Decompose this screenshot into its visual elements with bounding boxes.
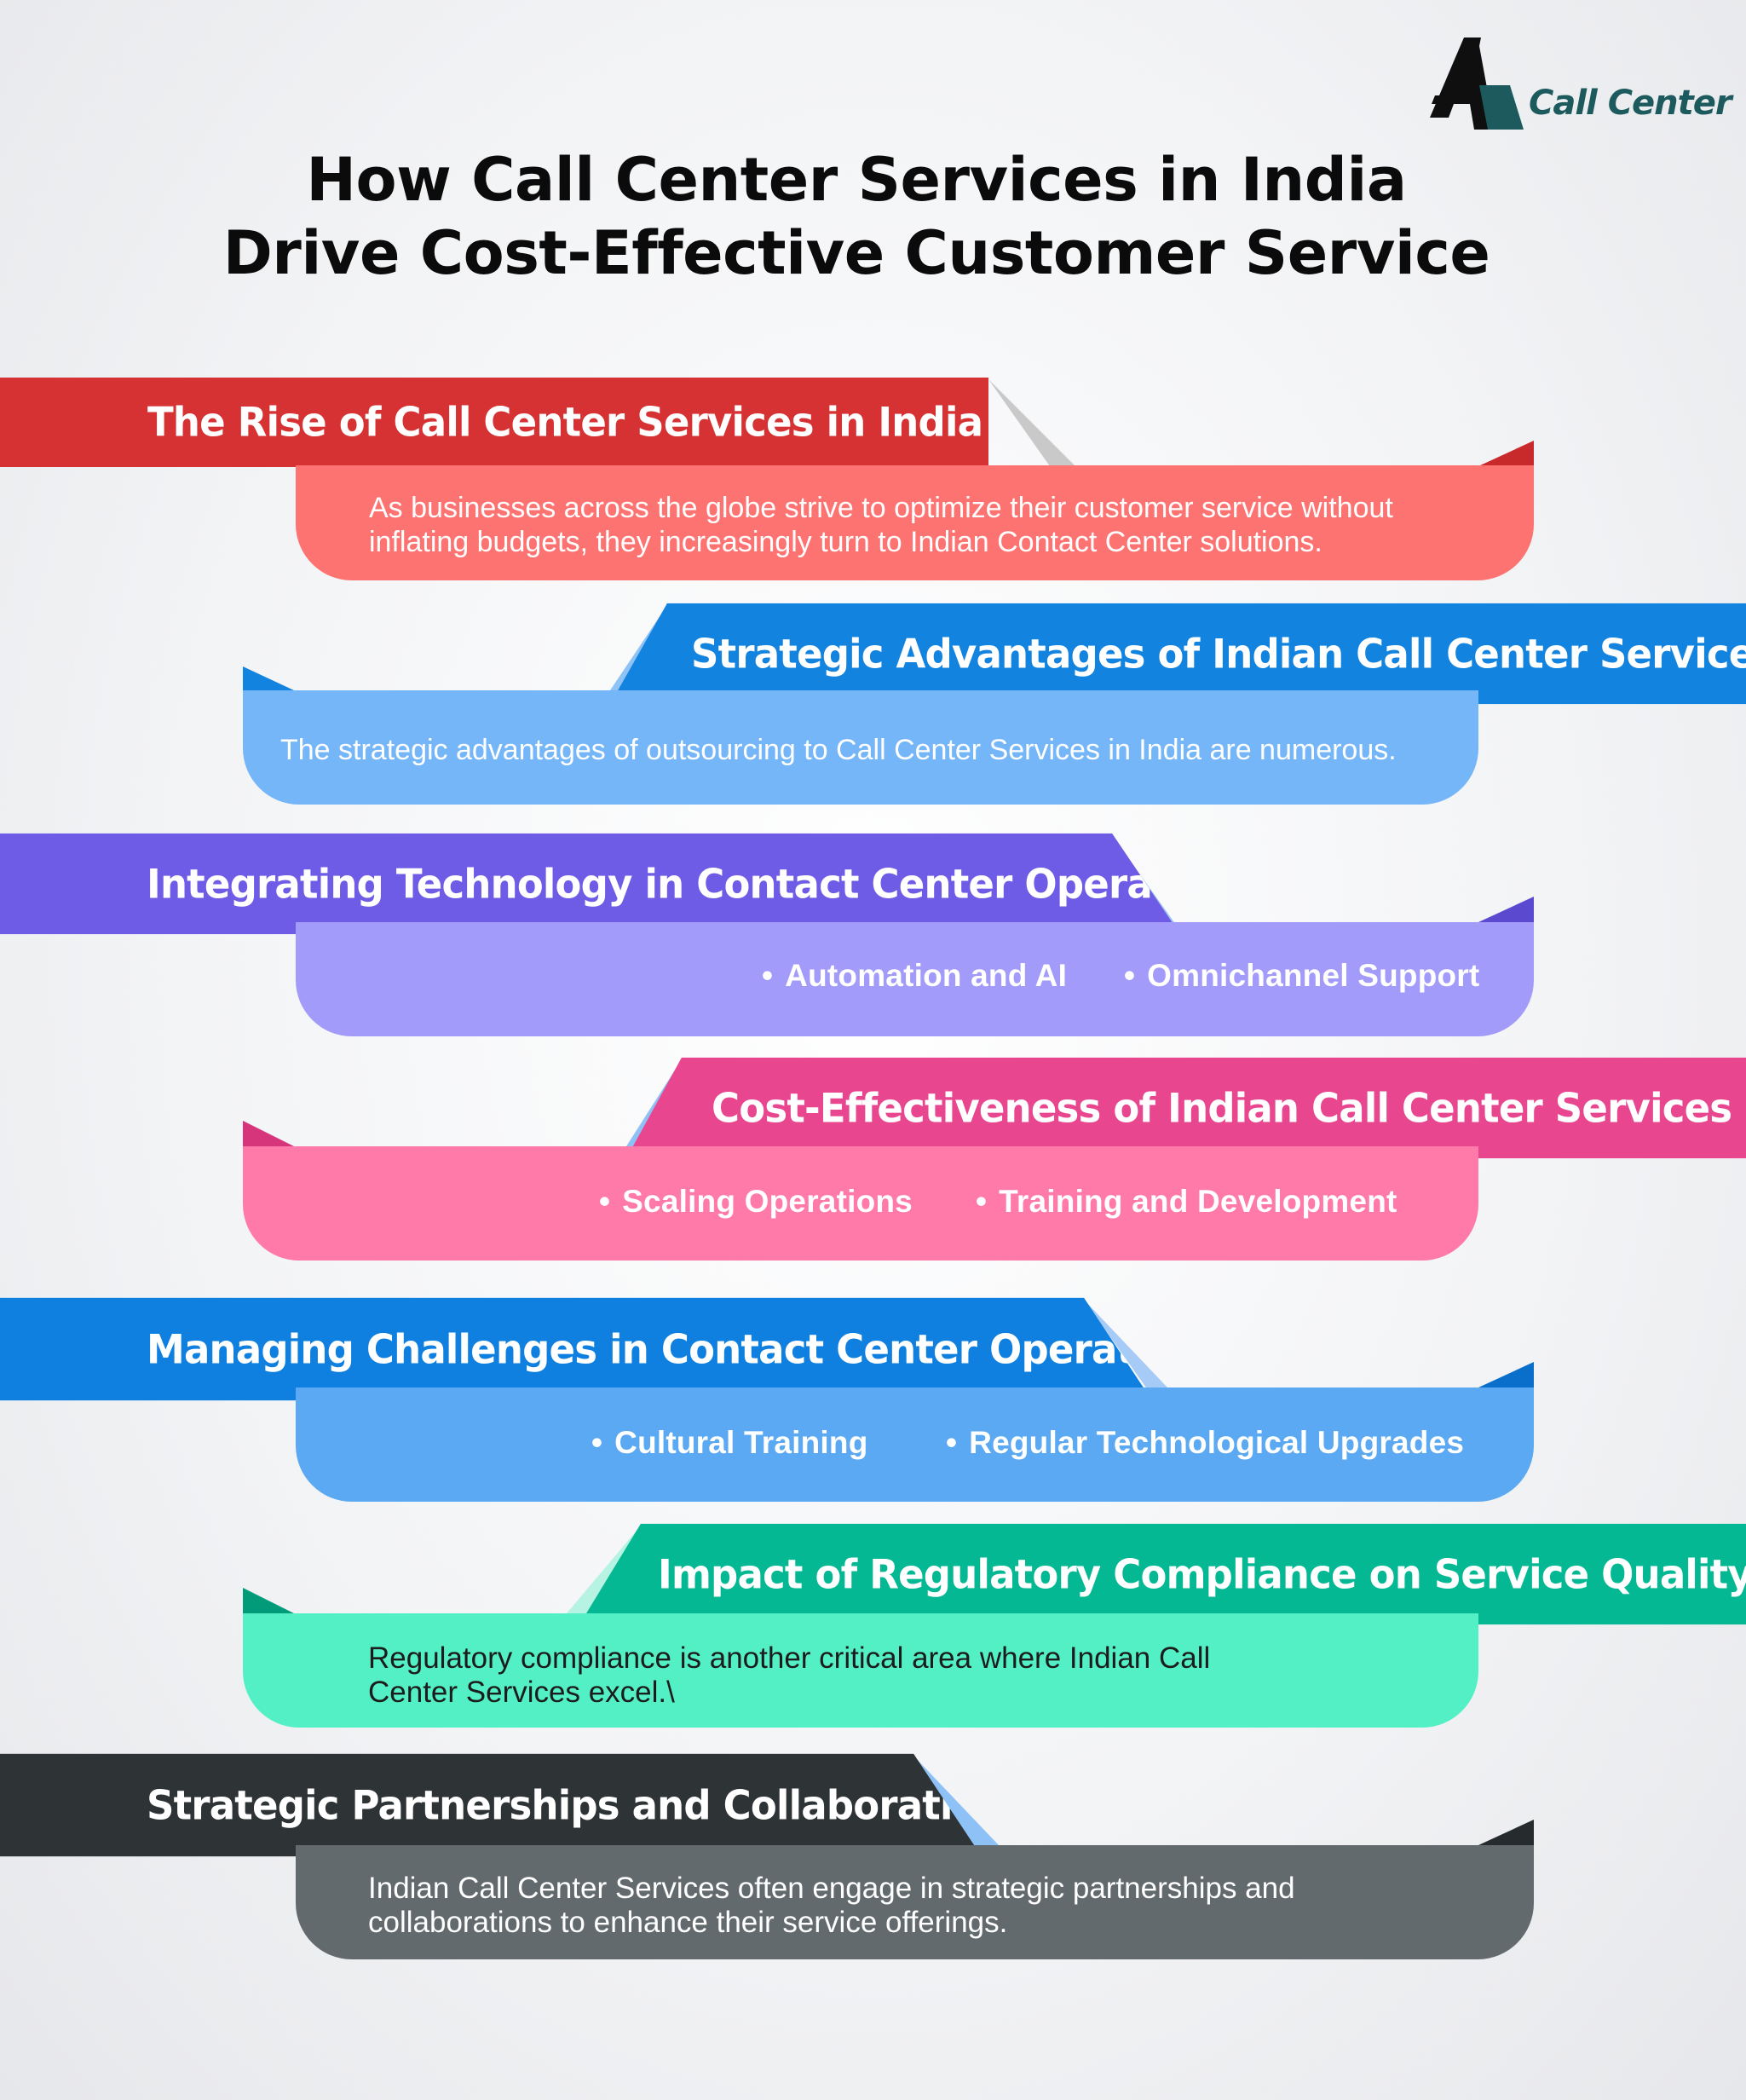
section-cost-effectiveness-panel: Scaling Operations Training and Developm… <box>243 1146 1478 1261</box>
section-regulatory-compliance-band: Impact of Regulatory Compliance on Servi… <box>579 1523 1746 1625</box>
section-cost-effectiveness-decoration <box>243 1059 682 1146</box>
brand-name: Call Center <box>1529 84 1732 123</box>
section-regulatory-compliance-decoration <box>243 1526 641 1613</box>
section-strategic-advantages-panel: The strategic advantages of outsourcing … <box>243 690 1478 805</box>
section-integrating-technology-band: Integrating Technology in Contact Center… <box>0 833 1180 935</box>
section-managing-challenges-panel: Cultural Training Regular Technological … <box>296 1388 1534 1502</box>
section-strategic-partnerships-text: Indian Call Center Services often engage… <box>368 1872 1295 1939</box>
section-rise-text: As businesses across the globe strive to… <box>369 492 1393 558</box>
section-cost-effectiveness-band: Cost-Effectiveness of Indian Call Center… <box>626 1057 1746 1159</box>
section-managing-challenges-band: Managing Challenges in Contact Center Op… <box>0 1297 1152 1401</box>
section-integrating-technology-panel: Automation and AI Omnichannel Support <box>296 922 1534 1036</box>
bullet-automation-ai: Automation and AI <box>762 958 1067 994</box>
bullet-scaling-operations: Scaling Operations <box>599 1184 913 1220</box>
section-regulatory-compliance-heading: Impact of Regulatory Compliance on Servi… <box>658 1550 1746 1598</box>
section-rise-panel: As businesses across the globe strive to… <box>296 465 1534 580</box>
section-regulatory-compliance-panel: Regulatory compliance is another critica… <box>243 1613 1478 1728</box>
page-title-line-1: How Call Center Services in India <box>306 145 1407 215</box>
bullet-omnichannel-support: Omnichannel Support <box>1124 958 1479 994</box>
section-rise-band: The Rise of Call Center Services in Indi… <box>0 377 988 468</box>
section-integrating-technology-heading: Integrating Technology in Contact Center… <box>147 860 1257 908</box>
section-strategic-partnerships-decoration <box>913 1756 1534 1845</box>
page-title-line-2: Drive Cost-Effective Customer Service <box>222 218 1490 288</box>
section-strategic-advantages-heading: Strategic Advantages of Indian Call Cent… <box>691 630 1746 678</box>
bullet-training-development: Training and Development <box>976 1184 1397 1220</box>
section-rise-heading: The Rise of Call Center Services in Indi… <box>147 398 983 447</box>
page-title: How Call Center Services in India Drive … <box>0 143 1713 290</box>
bullet-cultural-training: Cultural Training <box>591 1425 868 1461</box>
section-cost-effectiveness-heading: Cost-Effectiveness of Indian Call Center… <box>712 1084 1732 1132</box>
section-managing-challenges-heading: Managing Challenges in Contact Center Op… <box>147 1325 1222 1373</box>
section-managing-challenges-decoration <box>1084 1300 1534 1388</box>
section-rise-decoration <box>988 379 1534 466</box>
section-strategic-partnerships-heading: Strategic Partnerships and Collaboration… <box>147 1781 1027 1829</box>
section-strategic-partnerships-band: Strategic Partnerships and Collaboration… <box>0 1753 982 1857</box>
section-strategic-advantages-decoration <box>243 605 667 690</box>
bullet-regular-technological-upgrades: Regular Technological Upgrades <box>946 1425 1464 1461</box>
section-strategic-advantages-text: The strategic advantages of outsourcing … <box>280 734 1397 766</box>
brand-logo[interactable]: Call Center <box>1428 34 1732 136</box>
section-strategic-advantages-band: Strategic Advantages of Indian Call Cent… <box>610 603 1746 705</box>
section-strategic-partnerships-panel: Indian Call Center Services often engage… <box>296 1845 1534 1959</box>
section-regulatory-compliance-text: Regulatory compliance is another critica… <box>368 1641 1211 1709</box>
call-center-logo-icon <box>1430 38 1524 130</box>
